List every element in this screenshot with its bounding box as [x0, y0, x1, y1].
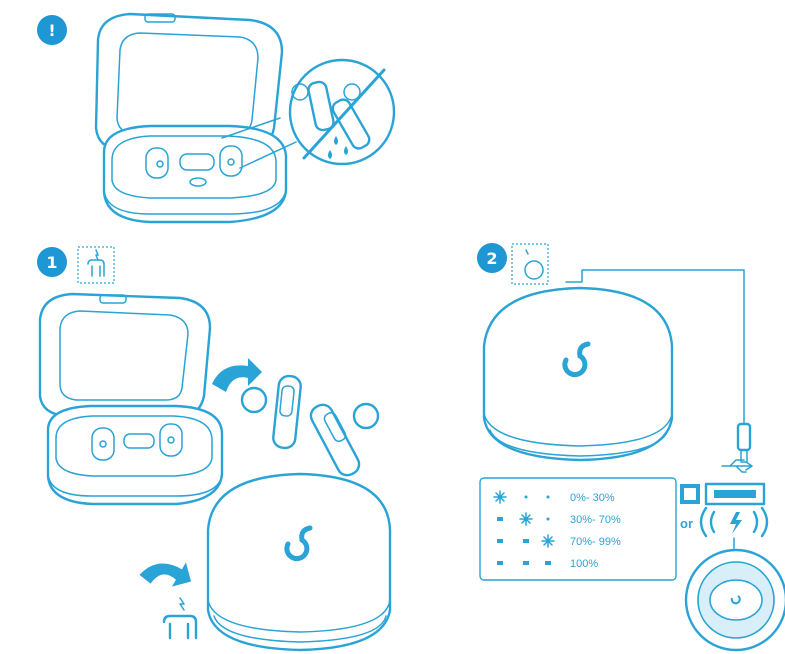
rotate-arrow-icon-2	[138, 545, 198, 600]
svg-text:1: 1	[46, 253, 57, 272]
earbuds-into-case-icon	[164, 598, 196, 638]
usb-port	[680, 484, 764, 504]
wireless-charging-icon	[701, 508, 767, 536]
wireless-charging-pad	[686, 538, 785, 650]
or-label: or	[680, 516, 693, 531]
closed-case-step1	[208, 474, 390, 650]
step2-badge: 2	[477, 243, 507, 273]
usb-c-cable-icon	[738, 424, 750, 462]
open-case-step1	[40, 294, 222, 504]
open-case-top	[96, 14, 286, 222]
earbuds-case-icon	[78, 247, 114, 283]
earbuds-removed	[242, 375, 378, 479]
closed-case-step2	[484, 288, 672, 460]
svg-text:100%: 100%	[570, 558, 598, 570]
battery-indicator-table: 0%- 30% 30%- 70% 70%- 99% 100%	[480, 478, 676, 580]
svg-text:2: 2	[486, 249, 497, 268]
svg-text:30%- 70%: 30%- 70%	[570, 514, 621, 526]
step1-badge: 1	[37, 247, 67, 277]
svg-text:70%- 99%: 70%- 99%	[570, 536, 621, 548]
warning-icon: !	[48, 21, 55, 40]
svg-text:0%- 30%: 0%- 30%	[570, 492, 615, 504]
warning-badge: !	[37, 15, 67, 45]
led-indicator-icon	[512, 244, 548, 284]
